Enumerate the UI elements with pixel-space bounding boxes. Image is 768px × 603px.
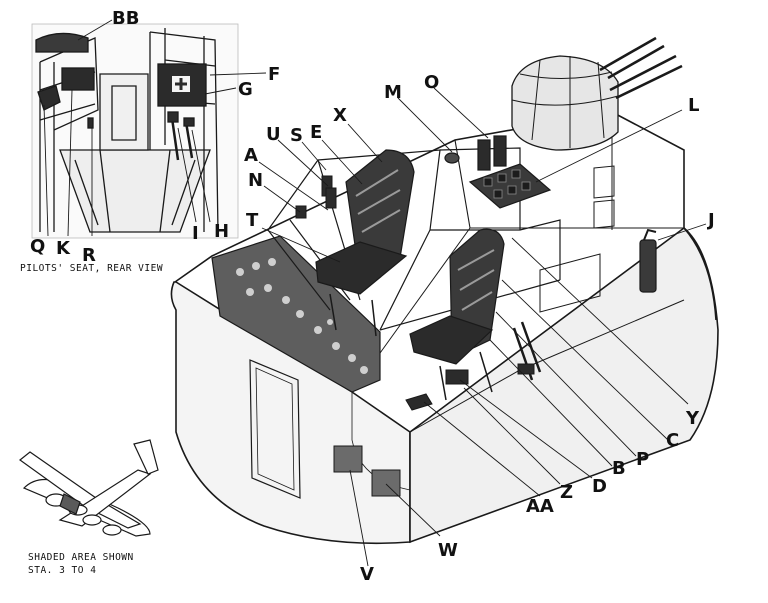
callout-l: L (688, 95, 700, 116)
locator-caption-line2: STA. 3 TO 4 (28, 565, 97, 576)
callout-e: E (310, 122, 323, 143)
callout-b: B (612, 458, 626, 479)
callout-d: D (592, 476, 607, 497)
callout-t: T (246, 210, 259, 231)
main-leader-lines (258, 87, 707, 567)
top-turret (511, 36, 683, 151)
callout-p: P (636, 449, 650, 470)
callout-j: J (708, 210, 715, 231)
callout-x: X (333, 105, 347, 126)
callout-s: S (290, 125, 303, 146)
fire-extinguisher (639, 228, 657, 293)
pilot-seat (315, 149, 415, 337)
inset-leader-lines (43, 19, 267, 237)
callout-c: C (666, 430, 680, 451)
callout-k: K (56, 238, 70, 259)
radio-rack (444, 135, 552, 209)
locator-caption-line1: SHADED AREA SHOWN (28, 552, 134, 563)
callout-y: Y (686, 408, 700, 429)
callout-q: Q (30, 236, 46, 257)
callout-o: O (424, 72, 440, 93)
callout-w: W (438, 540, 458, 561)
callout-z: Z (560, 482, 574, 503)
callout-n: N (248, 170, 264, 191)
copilot-seat (409, 228, 505, 401)
callout-m: M (384, 82, 402, 103)
callout-bb: BB (112, 8, 140, 29)
callout-v: V (360, 564, 374, 585)
pilots-seat-inset (31, 23, 239, 239)
callout-i: I (192, 223, 199, 244)
callout-u: U (266, 124, 281, 145)
inset-caption: PILOTS' SEAT, REAR VIEW (20, 263, 164, 274)
callout-g: G (238, 79, 253, 100)
aircraft-silhouette (19, 439, 159, 537)
callout-h: H (214, 221, 230, 242)
callout-aa: AA (526, 496, 554, 517)
callout-r: R (82, 245, 96, 266)
callout-a: A (244, 145, 258, 166)
callout-f: F (268, 64, 281, 85)
small-components (295, 175, 542, 411)
